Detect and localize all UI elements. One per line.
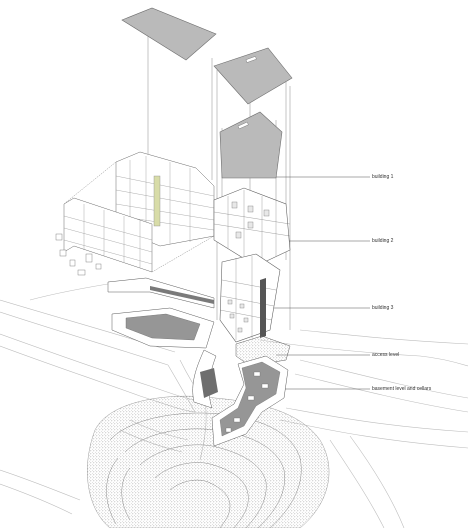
- access-level: [107, 277, 291, 367]
- roof-building-3: [219, 111, 283, 179]
- basement-level: [192, 349, 289, 447]
- label-building-2: building 2: [372, 238, 394, 244]
- label-access-level: access level: [372, 352, 400, 358]
- label-basement-level: basement level and cellars: [372, 386, 432, 392]
- leader-lines: [268, 176, 370, 390]
- terrain-hill: [87, 395, 330, 528]
- building-2-block: [213, 187, 291, 267]
- building-1-block: [55, 151, 215, 276]
- label-building-3: building 3: [372, 305, 394, 311]
- roof-building-1: [121, 7, 217, 61]
- building-3-block: [219, 253, 281, 343]
- label-building-1: building 1: [372, 174, 394, 180]
- roof-building-2: [213, 47, 293, 105]
